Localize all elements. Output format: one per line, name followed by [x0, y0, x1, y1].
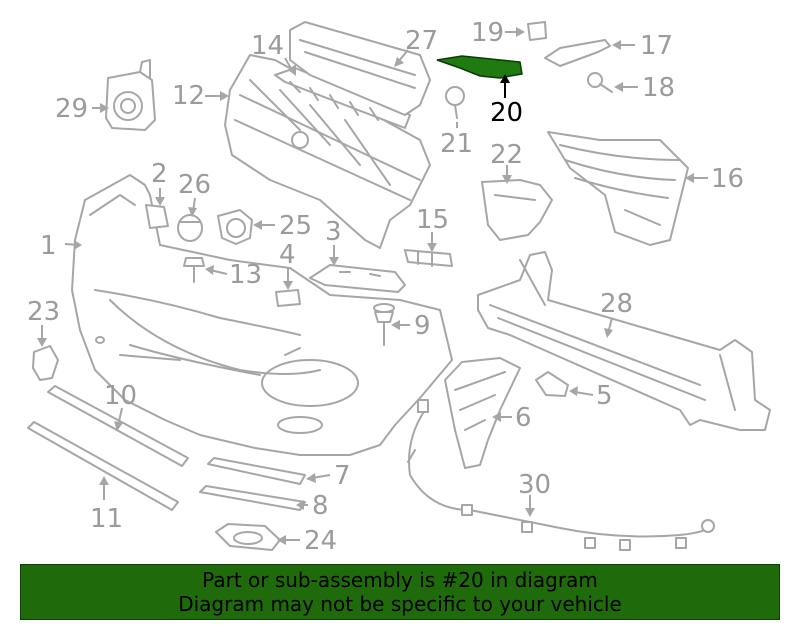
part-17-bracket	[544, 39, 611, 67]
callout-3: 3	[325, 217, 342, 247]
callout-9: 9	[414, 311, 431, 341]
callout-29: 29	[55, 94, 88, 124]
callout-30: 30	[518, 470, 551, 500]
callout-22: 22	[490, 140, 523, 170]
part-26-sensor	[177, 214, 203, 242]
part-3-bracket	[309, 264, 406, 293]
callout-19: 19	[471, 18, 504, 48]
callout-13: 13	[229, 260, 262, 290]
callout-14: 14	[251, 31, 284, 61]
part-8-trim	[199, 485, 306, 511]
part-29-sensor-bracket	[105, 59, 156, 131]
callout-1: 1	[40, 231, 57, 261]
callout-16: 16	[711, 164, 744, 194]
part-30-wiring-harness	[407, 399, 715, 551]
callout-24: 24	[304, 526, 337, 556]
callout-28: 28	[600, 289, 633, 319]
part-7-trim	[207, 457, 306, 485]
callout-8: 8	[312, 491, 329, 521]
part-23-bracket	[32, 345, 59, 381]
callout-25: 25	[279, 211, 312, 241]
part-27-grille-upper	[289, 21, 431, 116]
part-6-bracket	[444, 357, 521, 469]
part-9-push-pin	[373, 303, 395, 346]
part-16-grille-insert	[547, 131, 689, 246]
part-19-clip	[527, 21, 547, 41]
part-15-clip	[404, 249, 453, 267]
part-4-clip	[275, 289, 301, 307]
part-20-highlighted	[436, 55, 523, 79]
part-21-screw	[445, 86, 465, 119]
info-banner: Part or sub-assembly is #20 in diagram D…	[20, 564, 780, 620]
parts-diagram: 1 2 3 4 5 6 7 8 9 10 11 12 13 14 15 16 1…	[27, 18, 771, 556]
callout-7: 7	[334, 461, 351, 491]
banner-line-2: Diagram may not be specific to your vehi…	[178, 592, 622, 616]
callout-4: 4	[279, 240, 296, 270]
part-2-bracket	[145, 204, 169, 229]
part-11-trim-strip	[27, 421, 179, 511]
callout-18: 18	[642, 73, 675, 103]
callout-17: 17	[640, 31, 673, 61]
part-24-fog-cover	[215, 523, 281, 551]
callout-5: 5	[596, 381, 613, 411]
callout-20: 20	[490, 98, 523, 128]
banner-line-1: Part or sub-assembly is #20 in diagram	[202, 568, 598, 592]
callout-27: 27	[405, 26, 438, 56]
part-1-bumper-cover	[71, 174, 453, 456]
part-22-bracket	[481, 179, 553, 241]
callout-21: 21	[440, 129, 473, 159]
callout-6: 6	[515, 403, 532, 433]
part-28-impact-bar	[477, 251, 771, 431]
part-5-cap	[535, 371, 569, 397]
part-13-screw	[183, 257, 205, 283]
callout-15: 15	[416, 205, 449, 235]
part-18-screw	[587, 72, 613, 93]
callout-26: 26	[178, 170, 211, 200]
callout-12: 12	[172, 81, 205, 111]
callout-11: 11	[90, 504, 123, 534]
callout-10: 10	[104, 381, 137, 411]
part-25-sensor-housing	[217, 209, 253, 245]
callout-23: 23	[27, 297, 60, 327]
callout-2: 2	[151, 159, 168, 189]
callout-labels: 1 2 3 4 5 6 7 8 9 10 11 12 13 14 15 16 1…	[27, 18, 744, 556]
leader-lines	[37, 27, 708, 545]
